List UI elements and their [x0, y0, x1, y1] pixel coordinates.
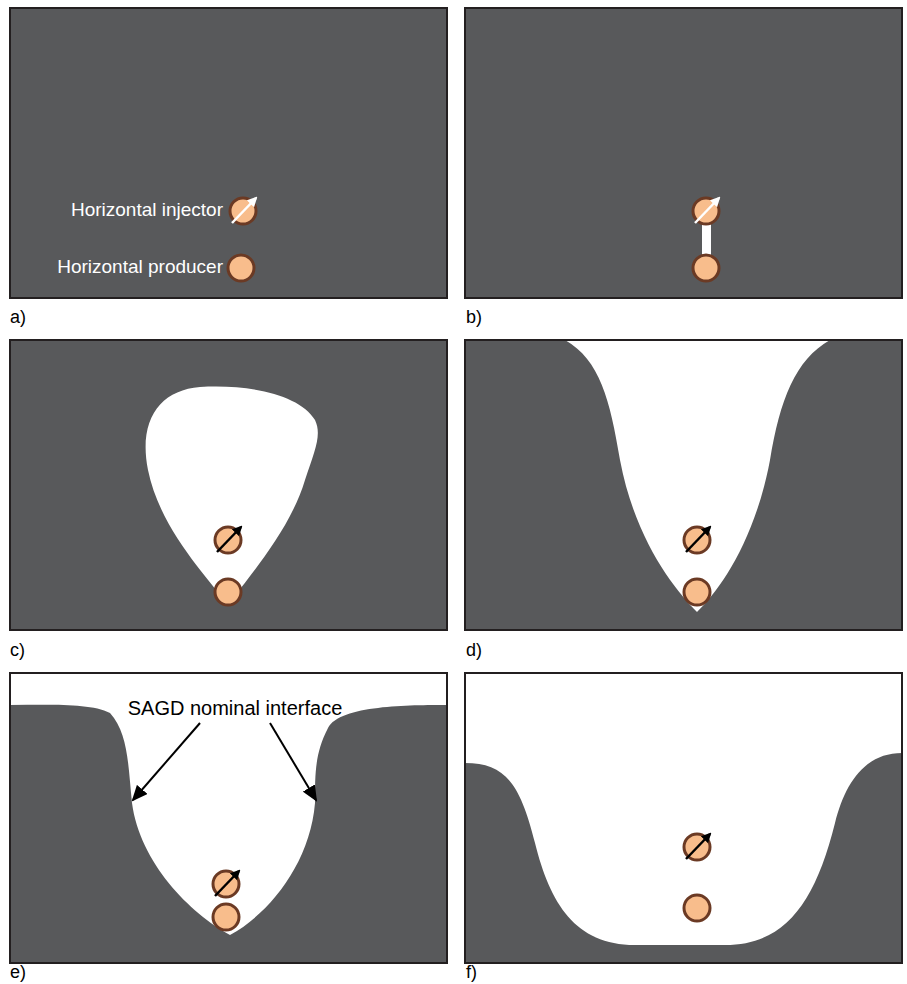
- injector-well: [230, 198, 256, 224]
- panel-letter: c): [10, 640, 25, 661]
- producer-well: [684, 895, 710, 921]
- panel-letter: f): [466, 962, 477, 983]
- steam-chamber: [465, 673, 902, 945]
- panel-border: [465, 673, 902, 963]
- producer-well: [213, 904, 239, 930]
- panel-letter: d): [466, 640, 482, 661]
- injector-arrow: [695, 198, 719, 223]
- panel-f: [465, 673, 902, 963]
- panel-letter: b): [466, 307, 482, 328]
- steam-chamber: [565, 340, 830, 612]
- panel-c: [10, 340, 447, 630]
- injector-well: [213, 871, 239, 897]
- panel-b: [465, 8, 902, 298]
- panel-border: [10, 8, 447, 298]
- injector-well: [693, 198, 719, 224]
- injector-arrow: [215, 871, 239, 896]
- panel-border: [10, 340, 447, 630]
- producer-well: [693, 255, 719, 281]
- well-label: Horizontal producer: [57, 256, 223, 278]
- panel-letter: e): [10, 962, 26, 983]
- injector-arrow: [686, 527, 710, 552]
- steam-chamber: [146, 387, 318, 605]
- well-label: Horizontal injector: [71, 199, 223, 221]
- reservoir: [10, 340, 447, 630]
- reservoir: [10, 8, 447, 298]
- reservoir: [10, 673, 447, 963]
- injector-arrow: [686, 834, 710, 859]
- panel-border: [10, 673, 447, 963]
- panel-a: [10, 8, 447, 298]
- panel-d: [465, 340, 902, 630]
- leader-arrow: [270, 723, 316, 800]
- leader-arrow: [133, 723, 200, 800]
- panel-e: [10, 673, 447, 963]
- injector-well: [215, 527, 241, 553]
- injector-well: [684, 834, 710, 860]
- reservoir: [465, 673, 902, 963]
- injector-arrow: [217, 527, 241, 552]
- reservoir: [465, 8, 902, 298]
- panel-border: [465, 340, 902, 630]
- injector-well: [684, 527, 710, 553]
- panel-letter: a): [10, 307, 26, 328]
- producer-well: [228, 255, 254, 281]
- steam-chamber: [10, 673, 447, 935]
- callout-label: SAGD nominal interface: [128, 697, 343, 720]
- reservoir: [465, 340, 902, 630]
- producer-well: [684, 579, 710, 605]
- panel-border: [465, 8, 902, 298]
- producer-well: [215, 579, 241, 605]
- injector-arrow: [232, 198, 256, 223]
